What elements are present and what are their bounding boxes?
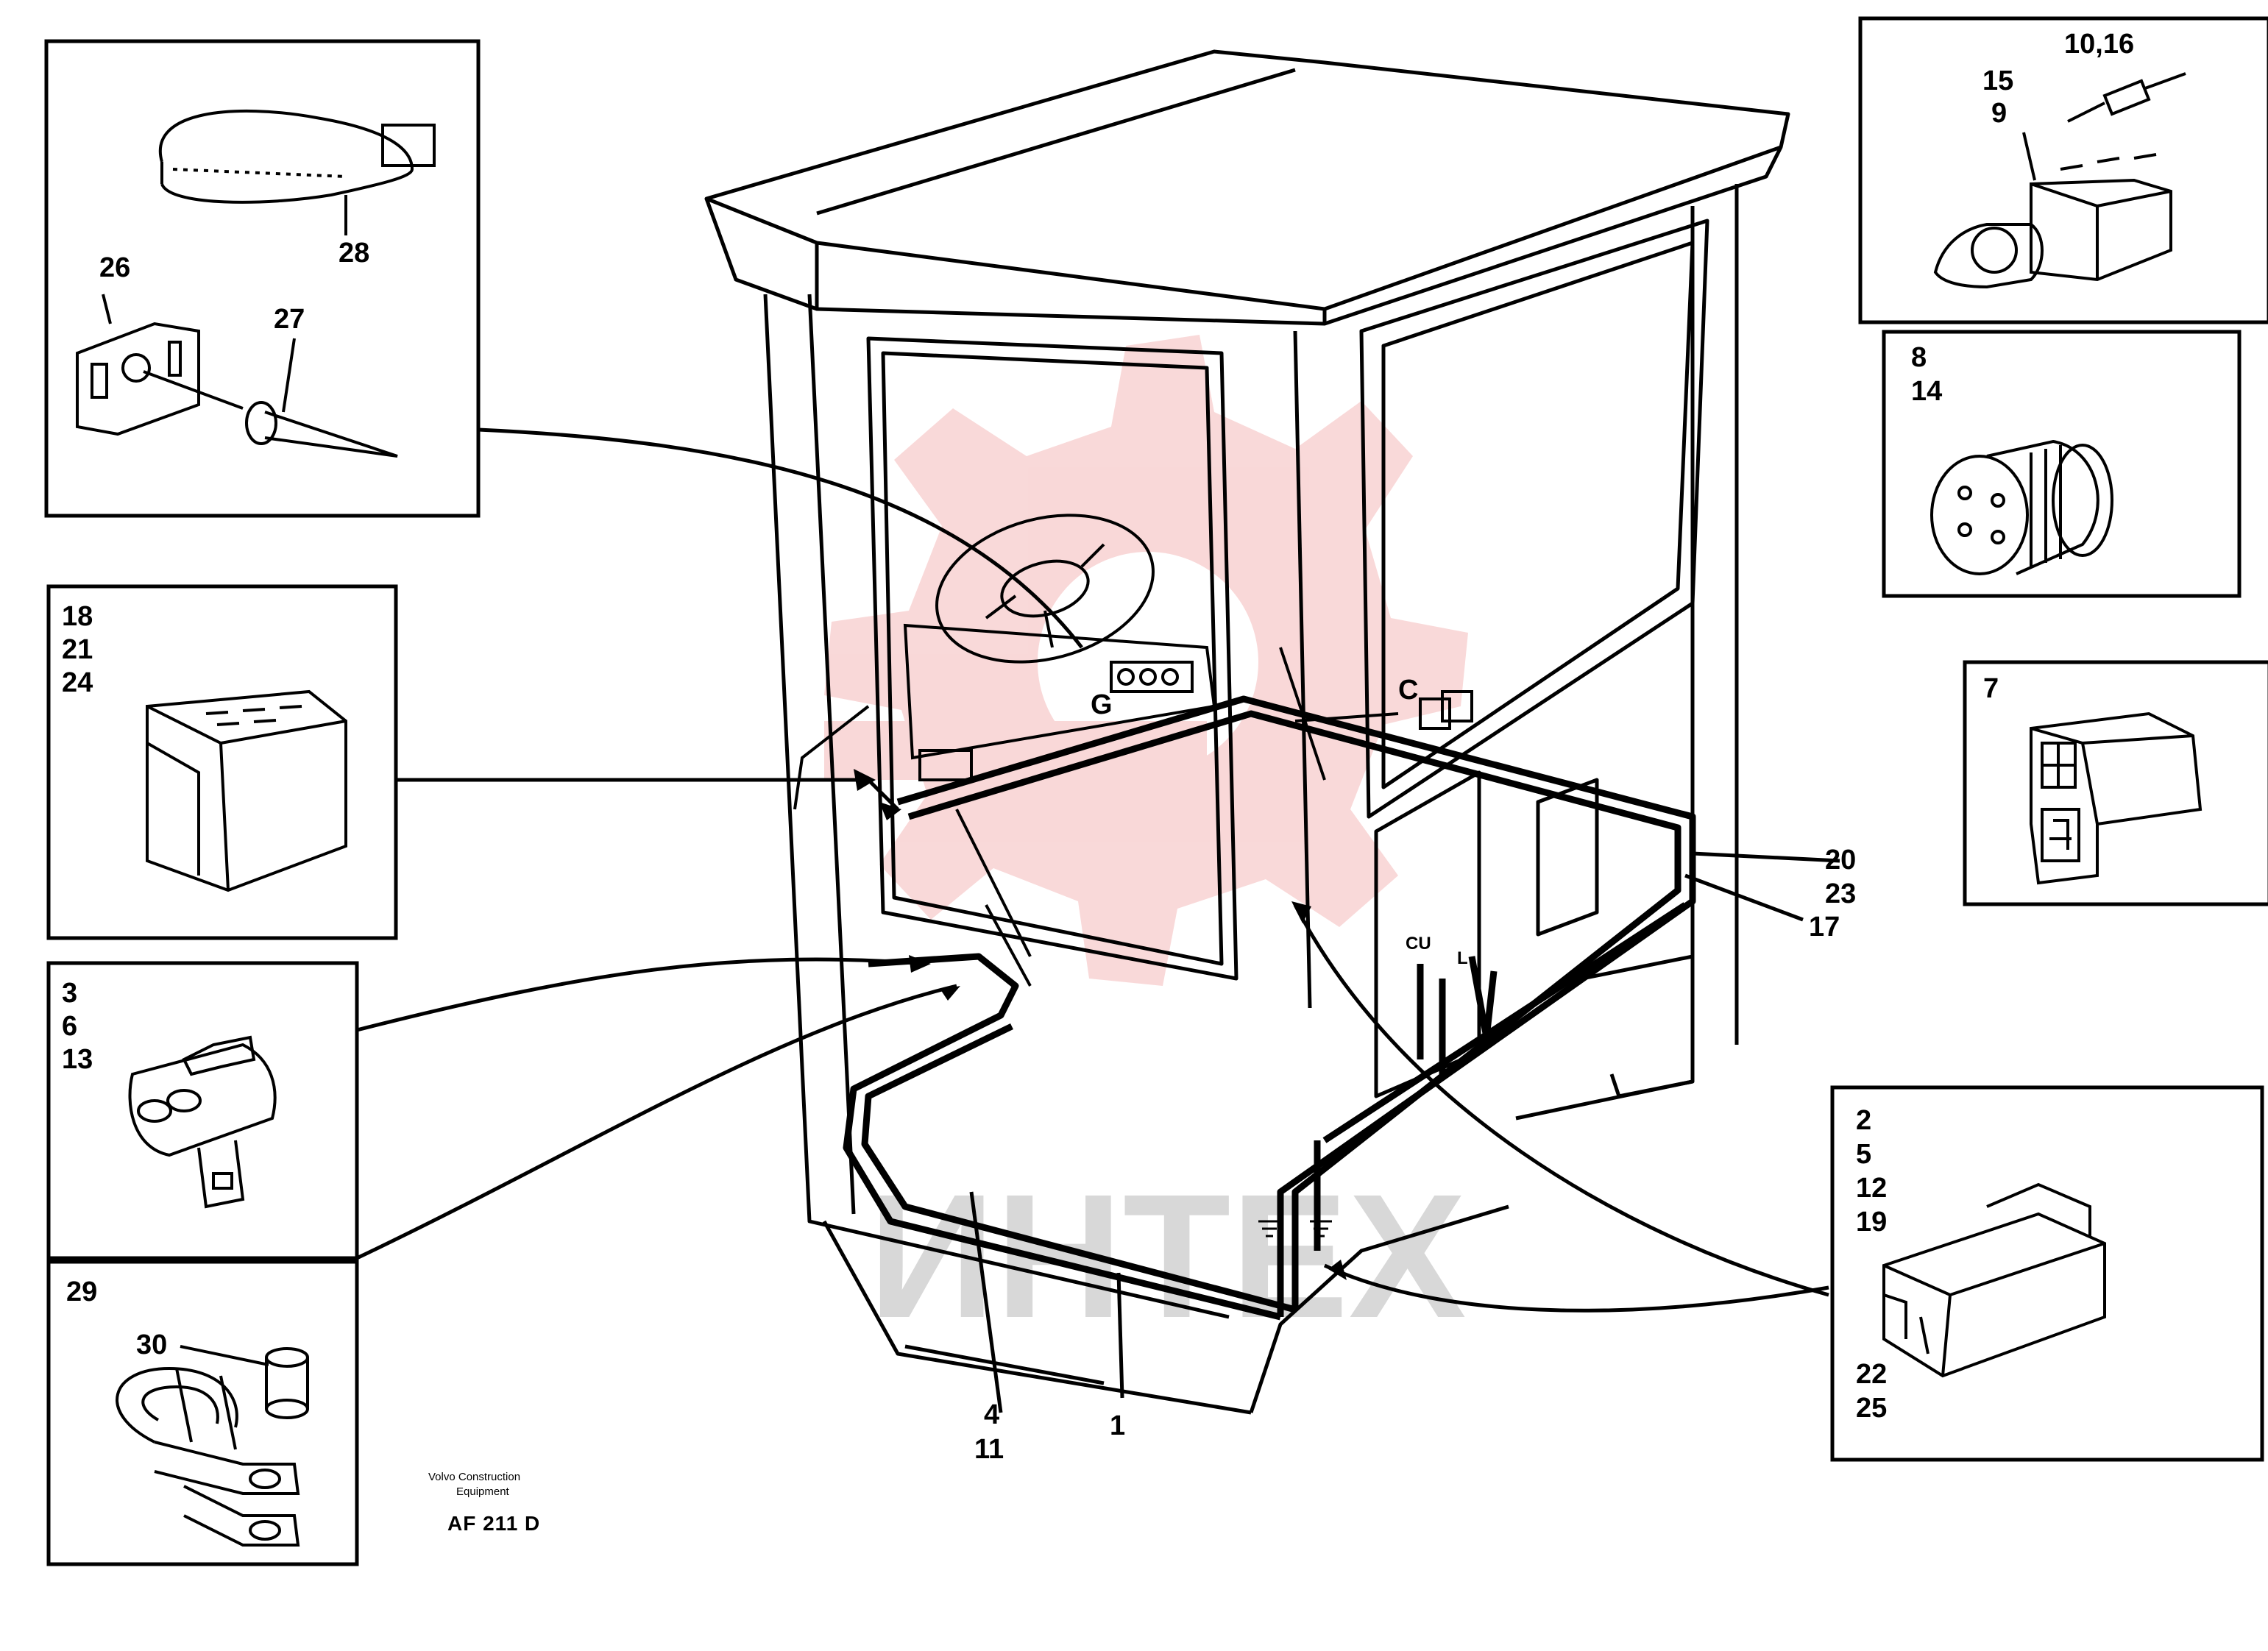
label-24: 24 xyxy=(62,667,93,698)
spacer-sleeve-icon xyxy=(265,1347,309,1419)
cable-tie-icon xyxy=(158,109,436,204)
label-2: 2 xyxy=(1856,1105,1871,1136)
arrowheads xyxy=(854,769,1347,1280)
callout-box-clamp: 29 30 xyxy=(46,1260,359,1566)
steering-wheel xyxy=(935,514,1155,664)
diode-icon xyxy=(2067,72,2186,123)
cable-harness xyxy=(843,695,1696,1321)
publisher-line-2: Equipment xyxy=(456,1485,510,1498)
label-26: 26 xyxy=(99,252,130,283)
label-29: 29 xyxy=(66,1277,97,1307)
label-9: 9 xyxy=(1991,98,2007,129)
callout-box-connector: 2 5 12 19 22 25 xyxy=(1830,1085,2264,1462)
label-13: 13 xyxy=(62,1044,93,1075)
callout-box-clip: 3 6 13 xyxy=(46,961,359,1260)
publisher-line-1: Volvo Construction xyxy=(428,1471,520,1483)
callout-box-plug: 8 14 xyxy=(1882,330,2242,598)
label-27: 27 xyxy=(274,304,305,335)
callout-box-cable-tie: 28 26 27 xyxy=(44,39,481,518)
label-23: 23 xyxy=(1825,878,1856,909)
label-10-16: 10,16 xyxy=(2064,29,2134,60)
dash-marking-cu: CU xyxy=(1406,934,1431,954)
temperature-sender-icon xyxy=(1933,132,2172,289)
round-plug-icon xyxy=(1930,439,2113,575)
label-6: 6 xyxy=(62,1011,77,1042)
label-30: 30 xyxy=(136,1329,167,1360)
label-12: 12 xyxy=(1856,1173,1887,1204)
label-25: 25 xyxy=(1856,1393,1887,1424)
flat-connector-icon xyxy=(1882,1182,2106,1378)
label-7: 7 xyxy=(1983,673,1999,704)
label-3: 3 xyxy=(62,978,77,1009)
label-8: 8 xyxy=(1911,342,1927,373)
label-28: 28 xyxy=(339,238,369,269)
dash-marking-g: G xyxy=(1091,689,1113,720)
label-5: 5 xyxy=(1856,1139,1871,1170)
pin-icon xyxy=(143,370,398,458)
dash-marking-l: L xyxy=(1457,948,1468,968)
cable-clamp-icon xyxy=(116,1366,300,1547)
label-15: 15 xyxy=(1982,65,2013,96)
label-21: 21 xyxy=(62,634,93,665)
label-1: 1 xyxy=(1110,1410,1125,1441)
relay-icon xyxy=(146,689,347,892)
callout-box-relay: 18 21 24 xyxy=(46,584,398,940)
mounting-bracket-icon xyxy=(76,322,200,436)
multi-pin-connector-icon xyxy=(2030,711,2203,885)
dashboard xyxy=(793,623,1473,987)
label-14: 14 xyxy=(1911,376,1942,407)
label-4: 4 xyxy=(984,1399,999,1430)
cab-outline xyxy=(704,49,1790,1415)
label-11: 11 xyxy=(974,1434,1004,1465)
label-20: 20 xyxy=(1825,845,1856,876)
label-19: 19 xyxy=(1856,1207,1887,1238)
figure-code: AF 211 D xyxy=(447,1512,540,1535)
label-18: 18 xyxy=(62,601,93,632)
callout-box-connector-7: 7 xyxy=(1963,660,2268,906)
watermark-gear-logo xyxy=(824,335,1468,986)
cable-clip-icon xyxy=(128,1035,277,1209)
label-17: 17 xyxy=(1809,912,1840,942)
callout-box-sender: 10,16 15 9 xyxy=(1858,16,2268,324)
dash-marking-c: C xyxy=(1398,675,1418,706)
ground-symbols xyxy=(1258,1220,1332,1238)
label-22: 22 xyxy=(1856,1359,1887,1390)
